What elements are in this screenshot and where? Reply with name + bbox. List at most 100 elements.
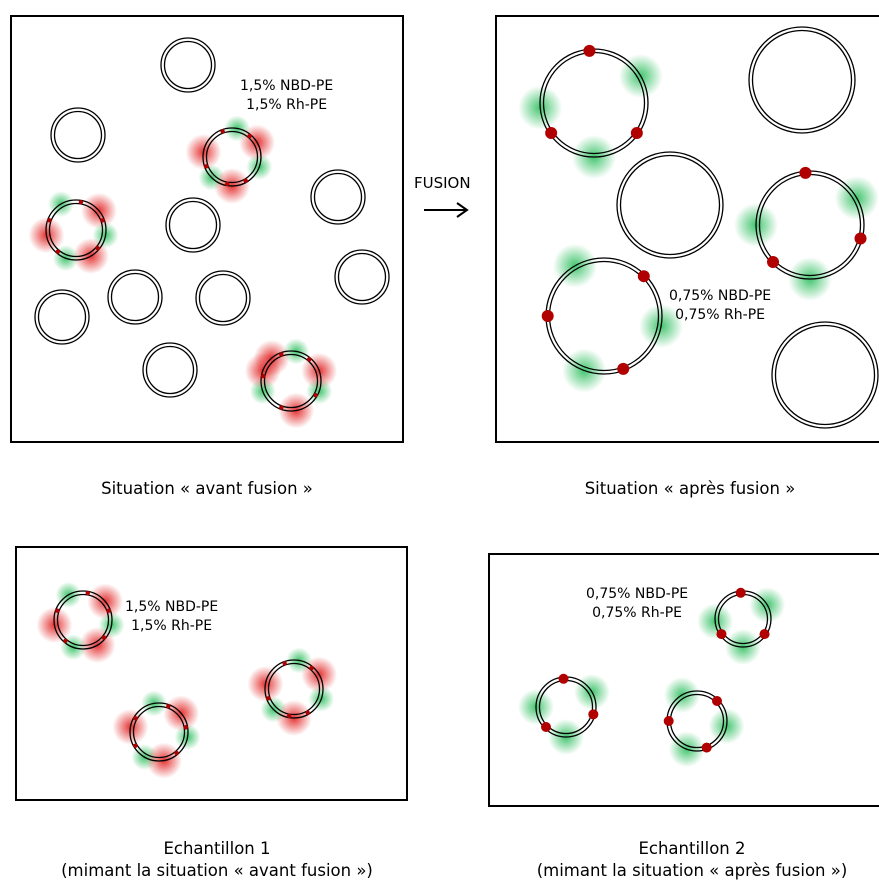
sample1-panel: 1,5% NBD-PE 1,5% Rh-PE: [15, 546, 408, 801]
inner-membrane: [337, 252, 387, 302]
labeled-vesicle: [247, 647, 338, 736]
after-fusion-vesicles: [518, 26, 879, 429]
fluorophore-dot: [541, 310, 554, 322]
fluorophore-dot: [663, 716, 674, 726]
unlabeled-vesicle: [310, 169, 366, 225]
sample2-caption: Echantillon 2 (mimant la situation « apr…: [510, 838, 874, 882]
unlabeled-vesicle: [142, 342, 198, 398]
unlabeled-vesicle: [165, 197, 221, 253]
sample1-subtitle: (mimant la situation « avant fusion »): [61, 861, 373, 880]
sample1-caption: Echantillon 1 (mimant la situation « ava…: [40, 838, 394, 882]
fluorophore-dot: [100, 218, 105, 223]
outer-membrane: [260, 350, 322, 412]
outer-membrane: [195, 270, 251, 326]
fluorophore-dot: [309, 665, 314, 671]
fluorophore-dot: [85, 590, 90, 596]
sample2-vesicles: [518, 587, 786, 768]
rh-pe-concentration: 0,75% Rh-PE: [675, 307, 765, 323]
fluorophore-dot: [558, 673, 569, 684]
fluorophore-dot: [799, 166, 812, 179]
inner-membrane: [132, 705, 186, 759]
fluorophore-dot: [266, 696, 271, 701]
fluorophore-dot: [759, 629, 770, 640]
fluorophore-dot: [260, 373, 266, 379]
fluorophore-dot: [55, 608, 60, 613]
outer-membrane: [53, 590, 113, 650]
sample2-title: Echantillon 2: [638, 839, 746, 858]
sample2-panel: 0,75% NBD-PE 0,75% Rh-PE: [488, 553, 879, 807]
labeled-vesicle: [734, 166, 879, 301]
fluorophore-dot: [220, 129, 225, 134]
after-fusion-caption: Situation « après fusion »: [584, 479, 796, 498]
fluorophore-dot: [174, 750, 179, 756]
fluorophore-dot: [306, 357, 312, 362]
fluorophore-dot: [225, 181, 230, 187]
inner-membrane: [163, 40, 213, 90]
inner-membrane: [267, 662, 321, 716]
fluorophore-dot: [701, 742, 712, 753]
unlabeled-vesicle: [50, 107, 106, 163]
outer-membrane: [334, 249, 390, 305]
fluorophore-dot: [204, 164, 209, 169]
fluorophore-dot: [279, 405, 284, 410]
inner-membrane: [56, 593, 110, 647]
sample1-title: Echantillon 1: [163, 839, 271, 858]
outer-membrane: [142, 342, 198, 398]
fluorophore-dot: [95, 245, 100, 251]
inner-membrane: [751, 29, 853, 131]
fluorophore-dot: [279, 352, 284, 357]
inner-membrane: [205, 130, 259, 184]
labeled-vesicle: [541, 243, 684, 393]
unlabeled-vesicle: [34, 289, 90, 345]
fluorophore-dot: [247, 133, 252, 139]
outer-membrane: [748, 26, 856, 134]
labeled-vesicle: [28, 191, 119, 274]
fusion-label: FUSION: [414, 174, 471, 192]
fluorophore-dot: [305, 710, 310, 715]
unlabeled-vesicle: [616, 151, 724, 259]
rh-pe-concentration: 1,5% Rh-PE: [131, 618, 213, 634]
unlabeled-vesicle: [107, 269, 163, 325]
fluorophore-dot: [133, 716, 138, 721]
nbd-pe-concentration: 1,5% NBD-PE: [125, 599, 219, 615]
sample2-label: 0,75% NBD-PE 0,75% Rh-PE: [586, 585, 688, 623]
sample1-vesicles: [36, 581, 338, 779]
fluorophore-dot: [630, 126, 643, 139]
outer-membrane: [107, 269, 163, 325]
nbd-pe-concentration: 0,75% NBD-PE: [669, 288, 772, 304]
labeled-vesicle: [185, 115, 276, 204]
outer-membrane: [771, 321, 879, 429]
inner-membrane: [53, 110, 103, 160]
before-fusion-vesicles: [28, 37, 390, 429]
inner-membrane: [263, 353, 319, 409]
right-arrow-icon: [424, 202, 469, 218]
rh-pe-concentration: 0,75% Rh-PE: [592, 605, 682, 621]
fluorophore-dot: [637, 270, 650, 283]
outer-membrane: [264, 659, 324, 719]
before-fusion-panel: 1,5% NBD-PE 1,5% Rh-PE: [10, 15, 404, 443]
outer-membrane: [165, 197, 221, 253]
sample1-label: 1,5% NBD-PE 1,5% Rh-PE: [125, 598, 218, 636]
fluorophore-dot: [313, 392, 318, 398]
fluorophore-dot: [243, 178, 248, 183]
inner-membrane: [774, 324, 876, 426]
outer-membrane: [616, 151, 724, 259]
fluorophore-dot: [712, 695, 723, 706]
fluorophore-dot: [716, 629, 727, 640]
outer-membrane: [45, 199, 107, 261]
fluorophore-dot: [617, 362, 630, 375]
fluorophore-dot: [282, 661, 287, 666]
outer-membrane: [34, 289, 90, 345]
inner-membrane: [48, 202, 104, 258]
inner-membrane: [313, 172, 363, 222]
before-fusion-label: 1,5% NBD-PE 1,5% Rh-PE: [240, 77, 333, 115]
fluorophore-dot: [588, 709, 599, 720]
labeled-vesicle: [663, 677, 745, 768]
labeled-vesicle: [112, 690, 201, 779]
inner-membrane: [168, 200, 218, 250]
fluorophore-dot: [133, 743, 138, 748]
nbd-pe-concentration: 1,5% NBD-PE: [240, 78, 334, 94]
fluorophore-dot: [540, 722, 551, 733]
nbd-pe-concentration: 0,75% NBD-PE: [586, 586, 689, 602]
inner-membrane: [37, 292, 87, 342]
